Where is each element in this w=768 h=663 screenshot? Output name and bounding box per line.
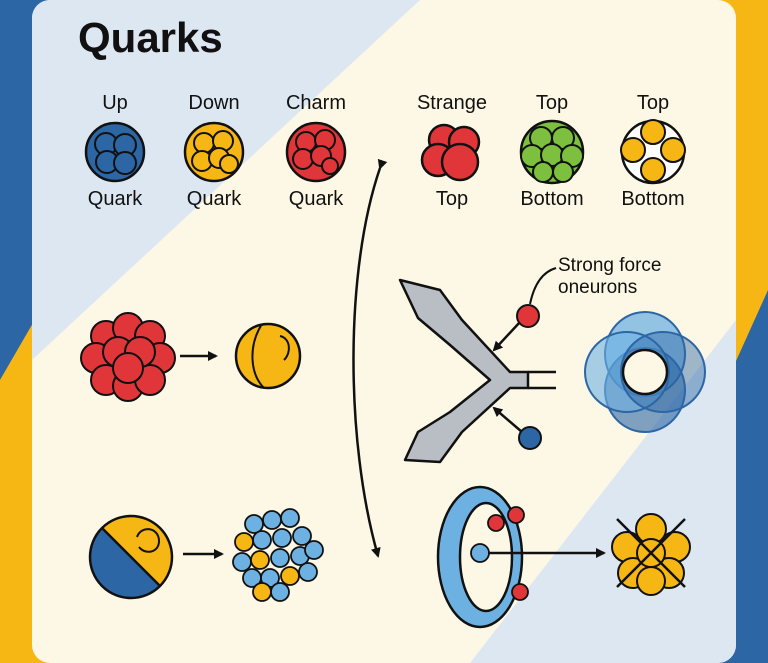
- split-ball-icon: [88, 514, 174, 600]
- quark-top-label-charm: Charm: [285, 92, 347, 114]
- red-nucleus-icon: [80, 312, 176, 402]
- quark-bottom-label-up: Quark: [87, 188, 143, 210]
- yellow-ball-icon: [234, 322, 302, 390]
- quark-top-label-top: Top: [535, 92, 569, 114]
- quark-row: [84, 119, 686, 185]
- quark-bottom-label-down: Quark: [186, 188, 242, 210]
- quark-bottom-label-top-2: Bottom: [621, 188, 685, 210]
- down-quark-icon: [183, 121, 245, 183]
- curved-double-arrow: [352, 158, 388, 558]
- quark-bottom-label-top: Bottom: [520, 188, 584, 210]
- quark-top-label-down: Down: [188, 92, 240, 114]
- particle-red-icon: [492, 304, 540, 352]
- quark-top-label-top-2: Top: [636, 92, 670, 114]
- top-bottom-quark-icon: [519, 119, 585, 185]
- crossed-cluster-icon: [611, 513, 691, 596]
- blue-flower-icon: [584, 311, 706, 433]
- particle-blue-icon: [492, 406, 542, 450]
- quark-top-label-up: Up: [102, 92, 128, 114]
- callout-line1: Strong force: [558, 255, 662, 276]
- callout-line: [529, 267, 557, 305]
- page-title: Quarks: [78, 14, 223, 61]
- strange-quark-icon: [420, 123, 481, 182]
- charm-quark-icon: [285, 121, 347, 183]
- quark-bottom-label-strange: Top: [435, 188, 469, 210]
- quark-top-label-strange: Strange: [416, 92, 488, 114]
- mixed-cluster-icon: [232, 508, 324, 602]
- y-junction-icon: [398, 278, 556, 464]
- callout-line2: oneurons: [558, 277, 638, 298]
- quark-bottom-label-charm: Quark: [288, 188, 344, 210]
- blue-ring-icon: [436, 485, 529, 629]
- up-quark-icon: [84, 121, 146, 183]
- top-bottom-quark-2-icon: [620, 119, 686, 185]
